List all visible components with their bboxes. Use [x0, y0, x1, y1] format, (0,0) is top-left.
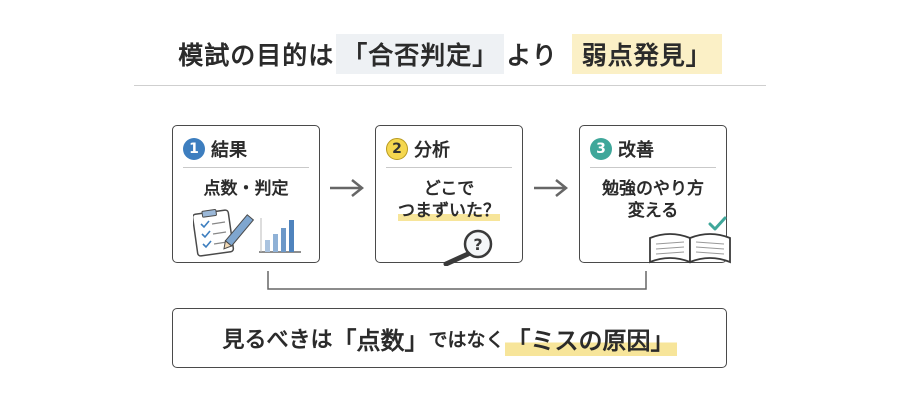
step-number-badge: 2 — [386, 138, 408, 160]
card-body: 点数・判定 — [173, 178, 319, 200]
conclusion-score: 「点数」 — [332, 326, 429, 355]
card-body-line: 点数・判定 — [203, 179, 289, 199]
card-body-line: つまずいた？ — [398, 201, 500, 221]
card-header: 3 改善 — [590, 134, 716, 164]
card-body-line: どこで — [423, 179, 475, 199]
title-highlight-weakness: 弱点発見」 — [571, 34, 722, 74]
card-label: 改善 — [618, 140, 654, 161]
title-prefix: 模試の目的は — [178, 41, 335, 70]
conclusion-middle: ではなく — [428, 328, 505, 351]
card-body-line: 変える — [627, 201, 679, 221]
conclusion-prefix: 見るべきは — [222, 328, 333, 353]
svg-text:?: ? — [473, 235, 482, 254]
card-header: 2 分析 — [386, 134, 512, 164]
card-header: 1 結果 — [183, 134, 309, 164]
card-body: 勉強のやり方 変える — [580, 178, 726, 222]
step-card-result: 1 結果 点数・判定 — [172, 125, 320, 263]
conclusion-box: 見るべきは 「点数」 ではなく 「ミスの原因」 — [172, 308, 727, 368]
card-divider — [183, 167, 309, 168]
card-body: どこで つまずいた？ — [376, 178, 522, 222]
magnifier-question-icon: ? — [443, 229, 493, 266]
step-card-analysis: 2 分析 どこで つまずいた？ ? — [375, 125, 523, 266]
connector-bracket — [267, 271, 647, 290]
conclusion-mistake-cause: 「ミスの原因」 — [504, 320, 677, 356]
title-highlight-pass-fail: 「合否判定」 — [336, 34, 505, 74]
arrow-right-icon — [534, 179, 569, 197]
step-number-badge: 3 — [590, 138, 612, 160]
card-divider — [386, 167, 512, 168]
card-label: 分析 — [414, 140, 450, 161]
title-divider — [134, 85, 766, 86]
card-body-line: 勉強のやり方 — [602, 179, 704, 199]
page-title: 模試の目的は 「合否判定」 より 弱点発見」 — [0, 34, 900, 74]
card-label: 結果 — [211, 140, 247, 161]
step-card-improvement: 3 改善 勉強のやり方 変える — [579, 125, 731, 264]
arrow-right-icon — [330, 179, 365, 197]
open-book-check-icon — [649, 216, 731, 264]
title-middle: より — [506, 41, 558, 70]
card-divider — [590, 167, 716, 168]
step-number-badge: 1 — [183, 138, 205, 160]
clipboard-chart-icon — [193, 209, 301, 257]
